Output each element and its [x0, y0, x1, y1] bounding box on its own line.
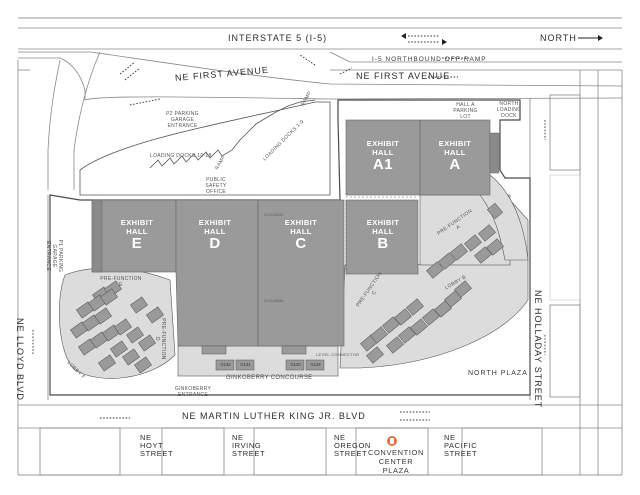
lloyd-label: NE LLOYD BLVD	[15, 318, 25, 401]
column-label-1: COLUMN	[264, 212, 284, 217]
prefunction-e-label: PRE-FUNCTION E	[100, 276, 142, 288]
exhibit-hall-e	[91, 199, 177, 273]
exhibit-hall-c	[257, 199, 345, 347]
north-label: NORTH	[540, 33, 577, 43]
interstate-label: INTERSTATE 5 (I-5)	[228, 33, 328, 43]
convention-plaza-label: CONVENTION CENTER PLAZA	[367, 448, 424, 475]
room-g131: G131	[240, 362, 251, 367]
holladay-label: NE HOLLADAY STREET	[533, 290, 543, 409]
level-connector-label: LEVEL CONNECTOR	[316, 352, 360, 357]
north-plaza-label: NORTH PLAZA	[468, 370, 528, 377]
oregon-label: NE OREGON STREET	[334, 433, 371, 458]
docks-10-18-label: LOADING DOCKS 10-18	[150, 153, 212, 159]
p2-entrance-label: P2 PARKING GARAGE ENTRANCE	[166, 111, 199, 129]
exhibit-hall-b	[345, 199, 419, 275]
meeting-rooms-a-b-c	[360, 202, 504, 364]
room-g130: G130	[290, 362, 301, 367]
ginkoberry-entrance-label: GINKOBERRY ENTRANCE	[174, 386, 212, 398]
ginkoberry-concourse-label: GINKOBERRY CONCOURSE	[226, 375, 313, 381]
p1-entrance-label: P1 PARKING GARAGE ENTRANCE	[45, 239, 63, 273]
room-g129: G129	[310, 362, 321, 367]
exhibit-hall-a1	[345, 119, 421, 196]
hall-a-lot-label: HALL A PARKING LOT	[453, 102, 478, 120]
prefunction-d-label: PRE-FUNCTION D	[154, 318, 166, 360]
public-safety-label: PUBLIC SAFETY OFFICE	[205, 177, 227, 195]
room-g132: G132	[220, 362, 231, 367]
column-label-2: COLUMN	[264, 298, 284, 303]
hoyt-label: NE HOYT STREET	[140, 433, 174, 458]
exhibit-hall-a	[419, 119, 491, 196]
north-loading-label: NORTH LOADING DOCK	[496, 101, 522, 119]
off-ramp-label: I-5 NORTHBOUND OFF-RAMP	[372, 56, 487, 63]
meeting-rooms-d-e	[70, 280, 164, 374]
first-avenue-label-right: NE FIRST AVENUE	[356, 71, 451, 81]
pacific-label: NE PACIFIC STREET	[444, 433, 478, 458]
irving-label: NE IRVING STREET	[232, 433, 266, 458]
mlk-label: NE MARTIN LUTHER KING JR. BLVD	[182, 411, 366, 421]
dashed-traffic-arrow-icon	[32, 35, 546, 421]
